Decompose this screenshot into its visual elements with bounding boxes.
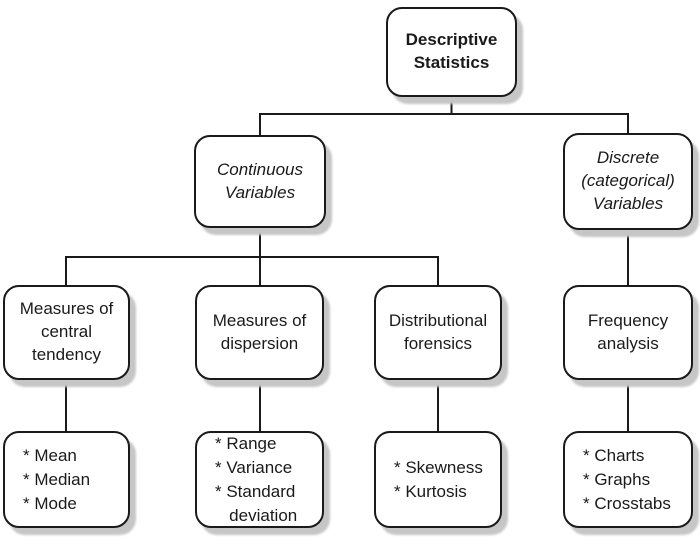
node-label: * Skewness * Kurtosis (394, 457, 483, 501)
node-forensics-items: * Skewness * Kurtosis (374, 431, 502, 528)
node-continuous-variables: Continuous Variables (194, 135, 326, 228)
node-label: * Range * Variance * Standard deviation (215, 433, 298, 525)
node-dispersion-items: * Range * Variance * Standard deviation (195, 431, 324, 528)
node-distributional-forensics: Distributional forensics (374, 285, 502, 380)
node-frequency-items: * Charts * Graphs * Crosstabs (563, 431, 693, 528)
node-central-tendency-items: * Mean * Median * Mode (3, 431, 130, 528)
node-label: Discrete (categorical) Variables (581, 148, 675, 213)
node-measures-of-central-tendency: Measures of central tendency (3, 285, 130, 380)
node-label: * Charts * Graphs * Crosstabs (583, 445, 671, 513)
node-measures-of-dispersion: Measures of dispersion (195, 285, 324, 380)
node-label: Frequency analysis (587, 310, 669, 353)
node-label: Measures of dispersion (212, 310, 307, 353)
node-frequency-analysis: Frequency analysis (563, 285, 693, 380)
node-label: Distributional forensics (388, 310, 488, 353)
node-descriptive-statistics: Descriptive Statistics (386, 7, 517, 97)
node-label: Descriptive Statistics (405, 30, 498, 72)
node-label: Measures of central tendency (19, 299, 114, 364)
node-label: * Mean * Median * Mode (23, 445, 91, 513)
node-label: Continuous Variables (216, 159, 303, 202)
node-discrete-variables: Discrete (categorical) Variables (563, 133, 693, 230)
